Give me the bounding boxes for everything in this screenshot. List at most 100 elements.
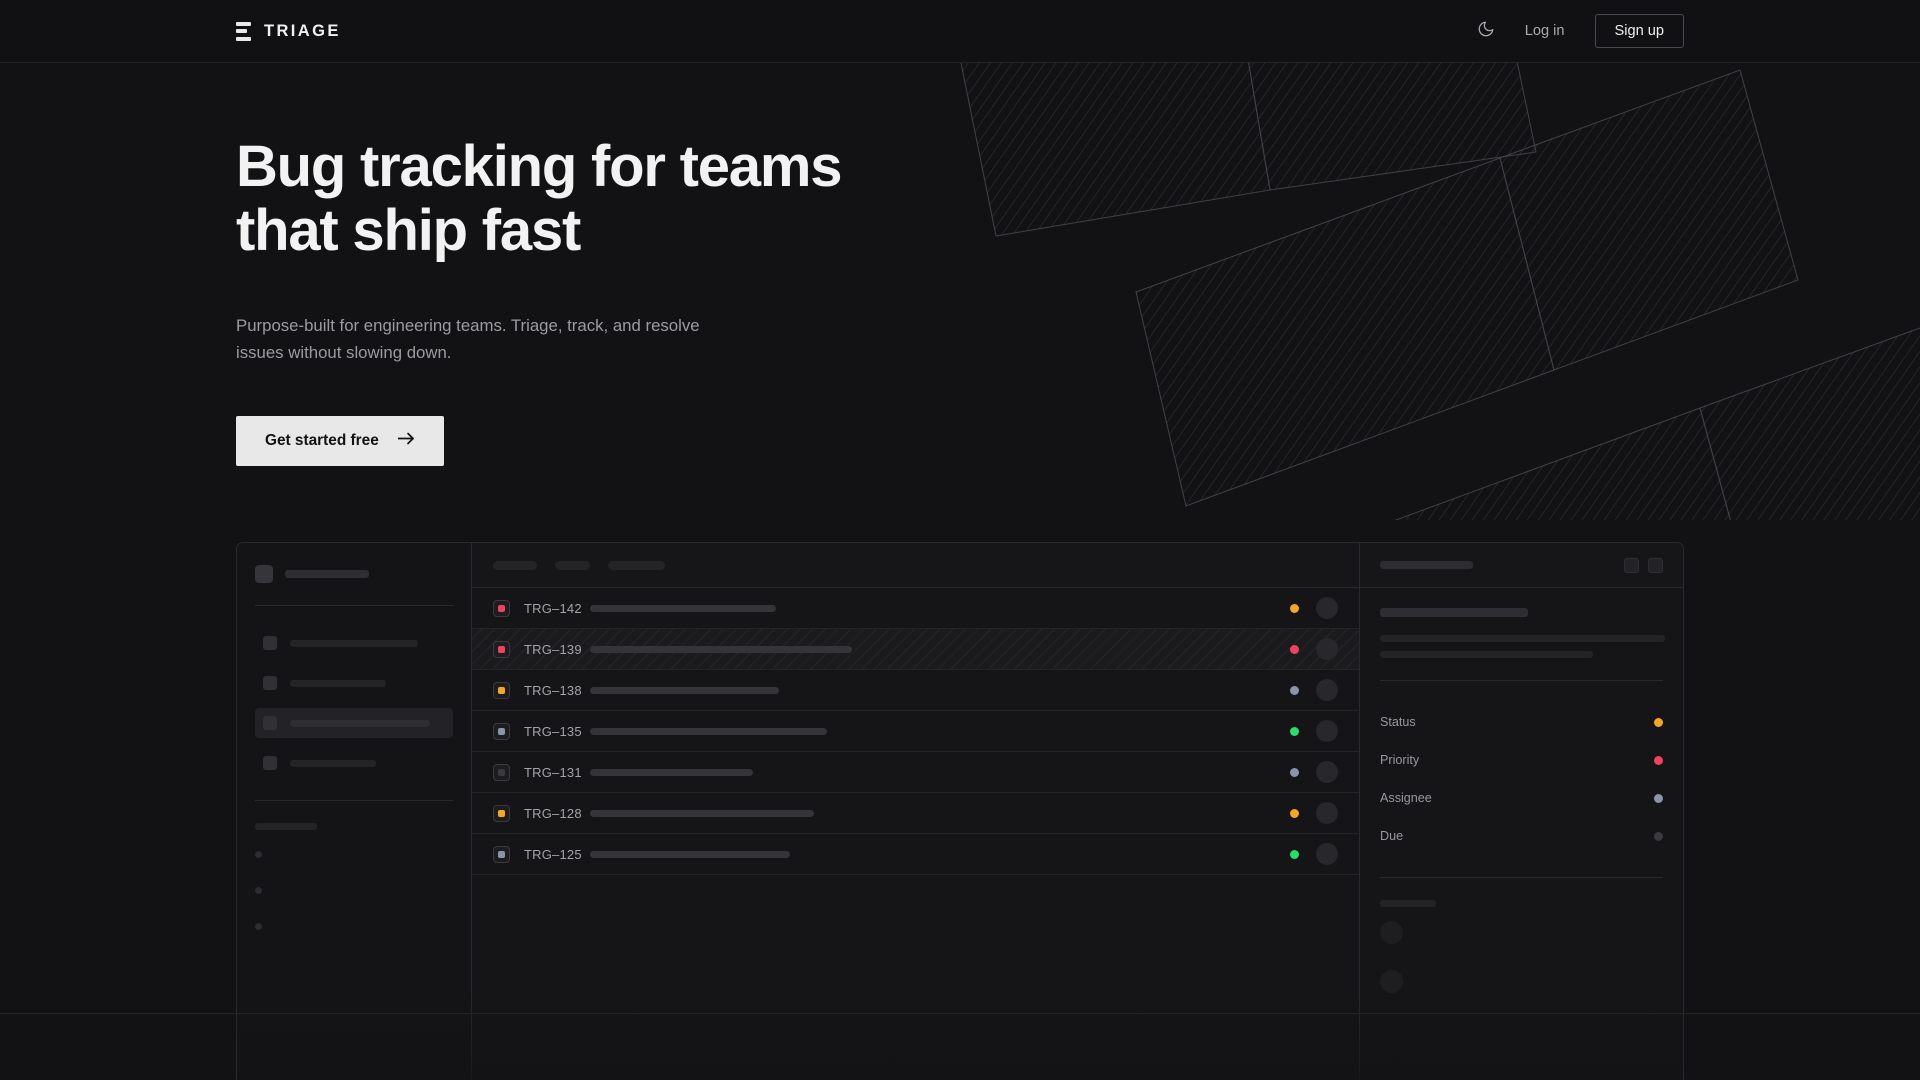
detail-meta-value-dot (1654, 717, 1663, 727)
skeleton-section-label (255, 823, 317, 831)
issue-type-badge (493, 763, 510, 781)
arrow-right-icon (396, 432, 415, 450)
avatar (1316, 720, 1338, 743)
detail-meta-value-dot (1654, 831, 1663, 841)
skeleton-filter-pill[interactable] (493, 560, 537, 570)
skeleton-bar (290, 679, 386, 687)
skeleton-issue-title (1380, 608, 1528, 618)
table-row[interactable]: TRG–128 (472, 793, 1359, 835)
skeleton-bar (290, 639, 418, 647)
mockup-sidebar-sub-item[interactable] (255, 872, 453, 908)
divider (1380, 877, 1663, 879)
heading-line-2: that ship fast (236, 198, 581, 264)
detail-meta-label: Due (1380, 829, 1404, 844)
table-row[interactable]: TRG–125 (472, 834, 1359, 876)
skeleton-bar (290, 719, 430, 727)
mockup-detail-action-button[interactable] (1648, 557, 1663, 573)
avatar (1380, 970, 1403, 994)
mockup-sidebar-sub-item[interactable] (255, 908, 453, 944)
skeleton-filter-pill[interactable] (608, 560, 665, 570)
get-started-button[interactable]: Get started free (236, 416, 444, 467)
mockup-nav-icon (263, 756, 277, 771)
skeleton-bar (285, 570, 369, 579)
issue-type-badge (493, 722, 510, 740)
table-row[interactable]: TRG–138 (472, 670, 1359, 712)
mockup-sidebar-nav-item[interactable] (255, 748, 453, 778)
issue-id: TRG–142 (524, 600, 582, 616)
skeleton-issue-title (590, 645, 852, 653)
detail-meta-label: Status (1380, 715, 1416, 730)
skeleton-bar (290, 759, 376, 767)
detail-meta-row[interactable]: Priority (1380, 741, 1663, 779)
issue-type-badge (493, 804, 510, 822)
table-row[interactable]: TRG–142 (472, 588, 1359, 630)
mockup-sub-item-dot (255, 922, 262, 930)
skeleton-issue-title (590, 768, 753, 776)
divider (255, 605, 453, 607)
skeleton-section-label (1380, 900, 1436, 908)
skeleton-issue-title (590, 604, 776, 612)
skeleton-text-line (1380, 651, 1593, 659)
brand-name: TRIAGE (264, 21, 341, 40)
mockup-detail-header (1360, 543, 1683, 589)
detail-meta-row[interactable]: Assignee (1380, 779, 1663, 817)
top-navigation-bar: TRIAGE Log in Sign up (0, 0, 1920, 63)
issue-type-badge (493, 845, 510, 863)
avatar (1316, 802, 1338, 825)
hero-subheading: Purpose-built for engineering teams. Tri… (236, 315, 700, 362)
mockup-nav-icon (263, 676, 277, 691)
mockup-sidebar-sub-item[interactable] (255, 836, 453, 872)
stacked-bars-icon (236, 21, 251, 41)
status-dot (1290, 808, 1299, 818)
avatar (1316, 679, 1338, 702)
table-row[interactable]: TRG–131 (472, 752, 1359, 794)
hero-section: Bug tracking for teams that ship fast Pu… (0, 63, 1920, 467)
mockup-workspace-icon (255, 565, 273, 584)
issue-id: TRG–125 (524, 846, 582, 862)
issue-id: TRG–139 (524, 641, 582, 657)
detail-meta-row[interactable]: Status (1380, 703, 1663, 741)
detail-meta-row[interactable]: Due (1380, 817, 1663, 855)
issue-id: TRG–131 (524, 764, 582, 780)
page-title: Bug tracking for teams that ship fast (236, 134, 996, 264)
mockup-workspace-switcher[interactable] (255, 565, 453, 584)
mockup-sidebar (237, 543, 472, 1080)
issue-type-badge (493, 681, 510, 699)
avatar (1316, 638, 1338, 661)
mockup-detail-action-button[interactable] (1624, 557, 1639, 573)
status-dot (1290, 644, 1299, 654)
issue-id: TRG–128 (524, 805, 582, 821)
nav-actions: Log in Sign up (1477, 14, 1684, 48)
mockup-sidebar-nav-item[interactable] (255, 708, 453, 739)
mockup-nav-icon (263, 716, 277, 731)
moon-icon[interactable] (1477, 20, 1495, 43)
skeleton-text-line (1380, 635, 1665, 643)
cta-label: Get started free (265, 432, 379, 450)
table-row[interactable]: TRG–135 (472, 711, 1359, 753)
detail-meta-value-dot (1654, 755, 1663, 765)
section-divider (0, 1013, 1920, 1014)
issue-id: TRG–138 (524, 682, 582, 698)
issue-id: TRG–135 (524, 723, 582, 739)
avatar (1380, 921, 1403, 945)
brand-logo[interactable]: TRIAGE (236, 21, 341, 41)
table-row[interactable]: TRG–139 (472, 629, 1359, 671)
status-dot (1290, 603, 1299, 613)
mockup-list-toolbar (472, 543, 1359, 589)
mockup-sidebar-nav-item[interactable] (255, 668, 453, 698)
mockup-nav-icon (263, 636, 277, 651)
skeleton-detail-title (1380, 561, 1473, 570)
skeleton-filter-pill[interactable] (555, 560, 590, 570)
signup-button[interactable]: Sign up (1594, 14, 1684, 48)
mockup-sub-item-dot (255, 850, 262, 858)
login-link[interactable]: Log in (1524, 23, 1565, 39)
status-dot (1290, 685, 1299, 695)
mockup-sidebar-nav-item[interactable] (255, 628, 453, 658)
status-dot (1290, 849, 1299, 859)
avatar (1316, 761, 1338, 784)
avatar (1316, 597, 1338, 620)
